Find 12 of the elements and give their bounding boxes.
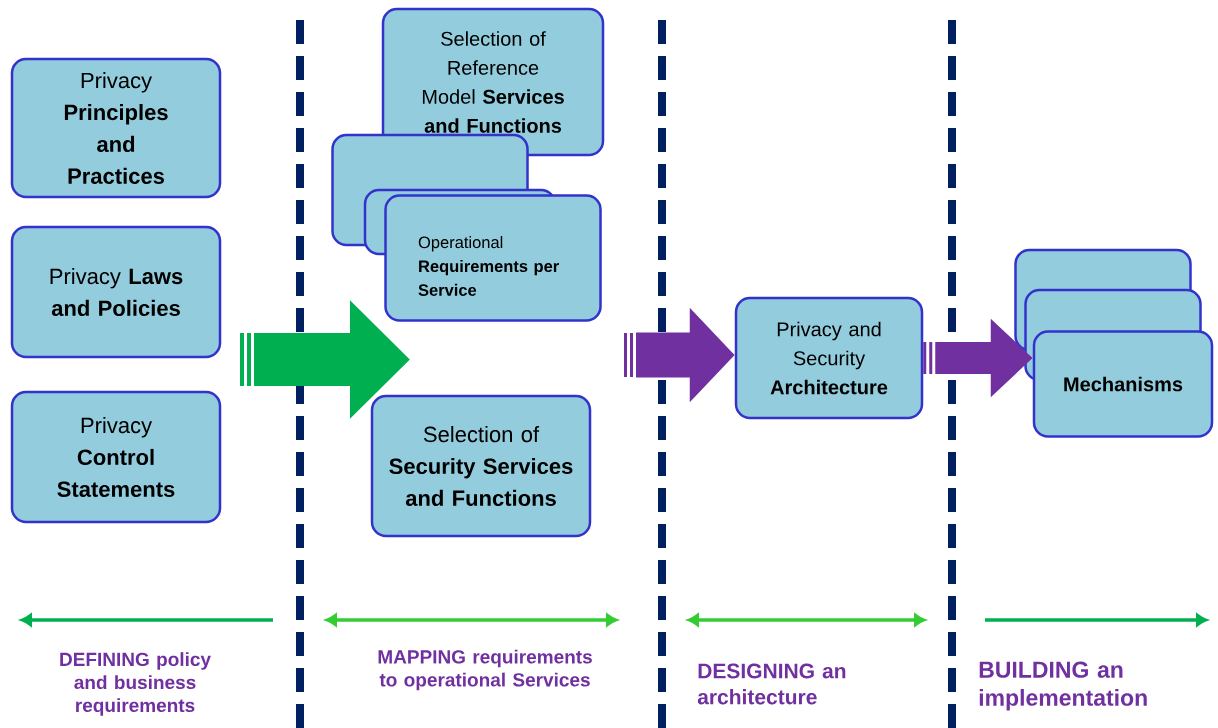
- process-box: Mechanisms: [1032, 330, 1214, 438]
- process-box: Privacy Principles and Practices: [10, 57, 222, 199]
- process-box: Selection of Reference Model Services and Functions: [381, 7, 605, 157]
- process-box: Privacy Laws and Policies: [10, 225, 222, 359]
- phase-label: BUILDING an implementation: [979, 661, 1147, 711]
- phase-label: DESIGNING an architecture: [697, 663, 846, 705]
- process-box: Selection of Security Services and Functions: [370, 394, 592, 538]
- process-box: Privacy Control Statements: [10, 390, 222, 524]
- phase-label: DEFINING policy and business requirements: [60, 652, 211, 716]
- process-box: Operational Requirements per Service: [384, 194, 602, 322]
- phase-label: MAPPING requirements to operational Services: [378, 649, 592, 691]
- process-box: Privacy and Security Architecture: [734, 296, 924, 420]
